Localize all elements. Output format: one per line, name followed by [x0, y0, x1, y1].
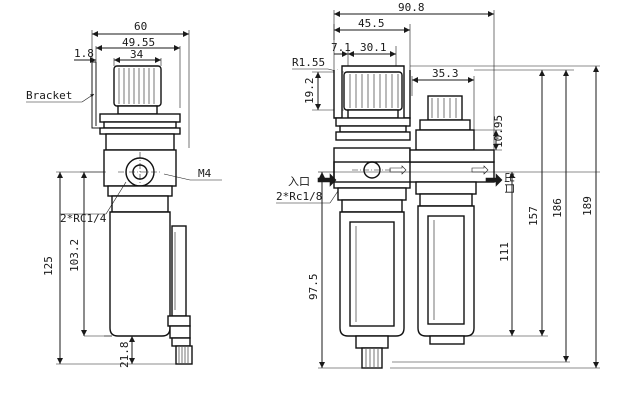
dim-knob-height: 19.2 — [303, 78, 316, 105]
drain-ribs-r — [365, 349, 379, 367]
dim-bracket-offset: 1.8 — [74, 47, 94, 60]
label-port: 2*RC1/4 — [60, 212, 107, 225]
dim-height-total: 125 — [42, 256, 55, 276]
dim-height-b: 111 — [498, 242, 511, 262]
dim-body-width: 49.55 — [122, 36, 155, 49]
knob-ribs — [118, 68, 155, 104]
dim-overall-width-r: 90.8 — [398, 1, 425, 14]
dim-body-width-r: 45.5 — [358, 17, 385, 30]
dim-knob-b: 30.1 — [360, 41, 387, 54]
dim-lube-width: 35.3 — [432, 67, 459, 80]
label-bracket: Bracket — [26, 89, 72, 102]
label-inlet: 入口 — [288, 175, 310, 188]
dim-drain: 21.8 — [118, 342, 131, 369]
dim-height-e: 189 — [581, 196, 594, 216]
label-port-r: 2*Rc1/8 — [276, 190, 322, 203]
knob-ribs-r — [349, 74, 399, 108]
dim-knob-a: 7.1 — [331, 41, 351, 54]
dim-height-port: 103.2 — [68, 239, 81, 272]
dim-height-c: 157 — [527, 206, 540, 226]
drain-ribs — [178, 347, 189, 363]
dim-lube-height: 10.95 — [492, 115, 505, 148]
dim-knob-width: 34 — [130, 48, 144, 61]
dim-height-a: 97.5 — [307, 274, 320, 301]
lube-cap-ribs — [431, 98, 457, 118]
label-thread: M4 — [198, 167, 212, 180]
label-outlet: 出口 — [503, 172, 517, 194]
dim-radius: R1.55 — [292, 56, 325, 69]
dim-height-d: 186 — [551, 198, 564, 218]
right-view: 90.8 45.5 7.1 30.1 R1.55 19.2 35.3 — [276, 1, 600, 369]
dim-overall-width: 60 — [134, 20, 147, 33]
left-view: 60 49.55 34 1.8 Bracket — [26, 20, 222, 368]
